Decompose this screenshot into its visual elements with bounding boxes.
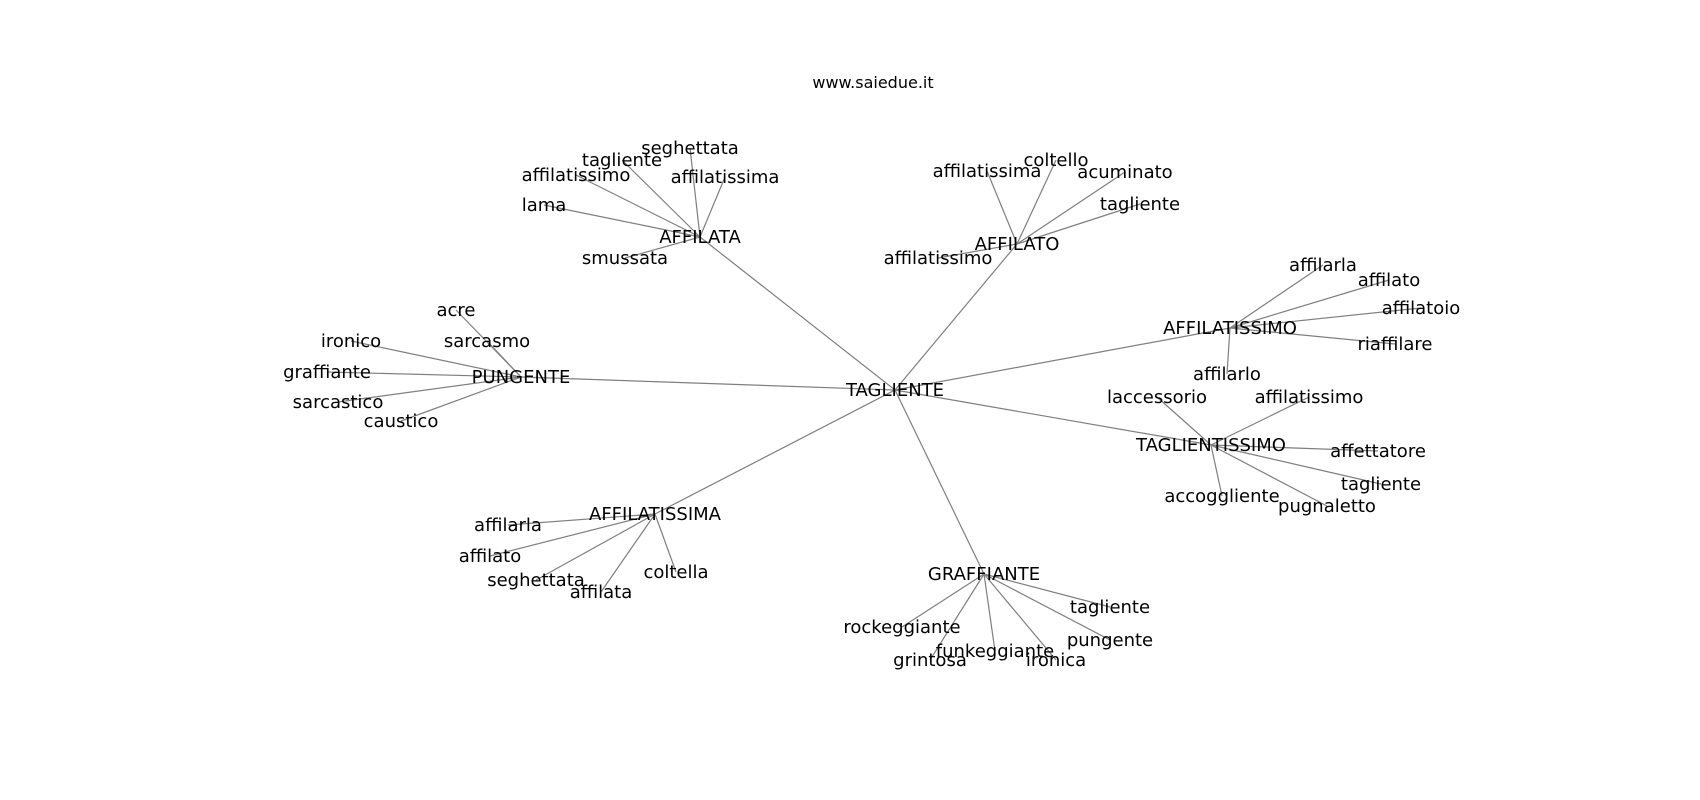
edge-hub-leaf: [699, 176, 726, 238]
hub-node-label: PUNGENTE: [472, 367, 571, 388]
edge-hub-leaf: [1229, 279, 1390, 329]
edge-hub-leaf: [535, 513, 656, 581]
leaf-node-label: lama: [522, 195, 567, 216]
edge-hub-leaf: [983, 573, 1111, 641]
leaf-node-label: tagliente: [1070, 597, 1150, 618]
edge-hub-leaf: [624, 236, 701, 259]
edge-hub-leaf: [983, 573, 1111, 608]
edge-hub-leaf: [654, 513, 677, 573]
edge-hub-leaf: [350, 340, 522, 378]
hub-node-label: AFFILATA: [659, 227, 741, 248]
edge-hub-leaf: [486, 340, 522, 378]
edge-hub-leaf: [1156, 396, 1212, 446]
edge-hub-leaf: [1210, 444, 1328, 507]
edge-root-hub: [654, 389, 896, 515]
leaf-node-label: affilatissimo: [1255, 387, 1364, 408]
edge-root-hub: [894, 327, 1231, 391]
edge-hub-leaf: [986, 170, 1018, 245]
leaf-node-label: acuminato: [1077, 162, 1172, 183]
edge-root-hub: [894, 389, 1212, 446]
leaf-node-label: smussata: [582, 248, 668, 269]
leaf-node-label: funkeggiante: [936, 641, 1054, 662]
leaf-node-label: grintosa: [893, 650, 967, 671]
edge-hub-leaf: [1210, 444, 1223, 497]
leaf-node-label: affilarla: [474, 515, 542, 536]
edge-hub-leaf: [937, 243, 1018, 259]
edge-root-hub: [520, 376, 896, 391]
leaf-node-label: affilatissimo: [884, 248, 993, 269]
edge-hub-leaf: [901, 573, 985, 628]
hub-node-label: AFFILATISSIMA: [589, 504, 722, 525]
edge-hub-leaf: [507, 513, 656, 526]
edge-hub-leaf: [600, 513, 656, 593]
hub-node-label: AFFILATO: [975, 234, 1060, 255]
leaf-node-label: pugnaletto: [1278, 496, 1376, 517]
leaf-node-label: riaffilare: [1358, 334, 1433, 355]
edge-root-hub: [894, 243, 1018, 391]
leaf-node-label: coltella: [643, 562, 708, 583]
edge-root-hub: [699, 236, 896, 391]
leaf-node-label: caustico: [364, 411, 439, 432]
edge-hub-leaf: [400, 376, 522, 422]
leaf-node-label: rockeggiante: [843, 617, 960, 638]
edge-hub-leaf: [1016, 159, 1057, 245]
edges-layer: [326, 147, 1422, 661]
leaf-node-label: acre: [436, 300, 475, 321]
edge-root-hub: [894, 389, 985, 575]
leaf-node-label: affilarla: [1289, 255, 1357, 276]
edge-hub-leaf: [1229, 264, 1324, 329]
leaf-node-label: tagliente: [1341, 474, 1421, 495]
edge-hub-leaf: [983, 573, 1057, 661]
leaf-node-label: affilata: [570, 582, 633, 603]
leaf-node-label: ironica: [1026, 650, 1086, 671]
leaf-node-label: accoggliente: [1164, 486, 1279, 507]
edge-hub-leaf: [1210, 444, 1382, 485]
edge-hub-leaf: [1229, 307, 1422, 329]
leaf-node-label: sarcasmo: [444, 331, 530, 352]
leaf-node-label: coltello: [1023, 150, 1088, 171]
leaf-node-label: tagliente: [1100, 194, 1180, 215]
leaf-node-label: affilatissima: [671, 167, 780, 188]
leaf-node-label: affilatoio: [1382, 298, 1461, 319]
leaf-node-label: ironico: [321, 331, 381, 352]
graph-title: www.saiedue.it: [812, 73, 933, 92]
leaf-node-label: affilato: [1358, 270, 1421, 291]
leaf-node-label: graffiante: [283, 362, 371, 383]
leaf-node-label: affilato: [459, 546, 522, 567]
root-node-label: TAGLIENTE: [845, 380, 944, 401]
edge-hub-leaf: [1016, 171, 1126, 245]
leaf-node-label: seghettata: [487, 570, 585, 591]
leaf-node-label: pungente: [1067, 630, 1153, 651]
leaf-node-label: laccessorio: [1107, 387, 1207, 408]
edge-hub-leaf: [929, 573, 985, 661]
leaf-node-label: sarcastico: [293, 392, 384, 413]
labels-layer: www.saiedue.it TAGLIENTE AFFILATA seghetta…: [283, 73, 1460, 671]
edge-hub-leaf: [1016, 203, 1141, 245]
leaf-node-label: affilarlo: [1193, 364, 1261, 385]
leaf-node-label: tagliente: [582, 150, 662, 171]
edge-hub-leaf: [1210, 444, 1379, 452]
hub-node-label: AFFILATISSIMO: [1163, 318, 1297, 339]
hub-node-label: GRAFFIANTE: [928, 564, 1040, 585]
hub-node-label: TAGLIENTISSIMO: [1135, 435, 1286, 456]
edge-hub-leaf: [543, 204, 701, 238]
edge-hub-leaf: [1226, 327, 1231, 375]
leaf-node-label: affilatissima: [933, 161, 1042, 182]
edge-hub-leaf: [326, 371, 522, 378]
edge-hub-leaf: [689, 147, 701, 238]
edge-hub-leaf: [1210, 396, 1310, 446]
leaf-node-label: seghettata: [641, 138, 739, 159]
edge-hub-leaf: [983, 573, 996, 652]
edge-hub-leaf: [575, 174, 701, 238]
leaf-node-label: affilatissimo: [522, 165, 631, 186]
edge-hub-leaf: [1229, 327, 1396, 345]
leaf-node-label: affettatore: [1330, 441, 1426, 462]
edge-hub-leaf: [621, 159, 701, 238]
edge-hub-leaf: [337, 376, 522, 403]
edge-hub-leaf: [489, 513, 656, 557]
